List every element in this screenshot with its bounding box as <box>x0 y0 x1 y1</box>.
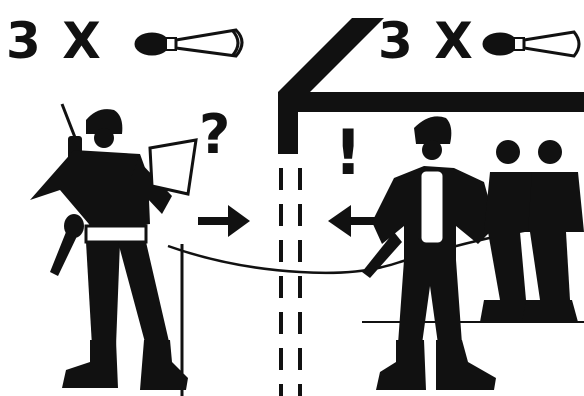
horn-icon <box>483 32 579 56</box>
signal-count-right: 3 X <box>378 16 475 66</box>
arrow-left-icon <box>328 205 379 237</box>
boundary-dashed-lines <box>281 168 300 396</box>
team-member-back <box>522 140 584 322</box>
exclamation-mark: ! <box>334 122 362 184</box>
question-mark: ? <box>199 108 230 162</box>
firefighter-right <box>362 116 496 390</box>
arrow-right-icon <box>198 205 250 237</box>
signal-count-left: 3 X <box>6 16 103 66</box>
horn-icon <box>135 30 242 56</box>
